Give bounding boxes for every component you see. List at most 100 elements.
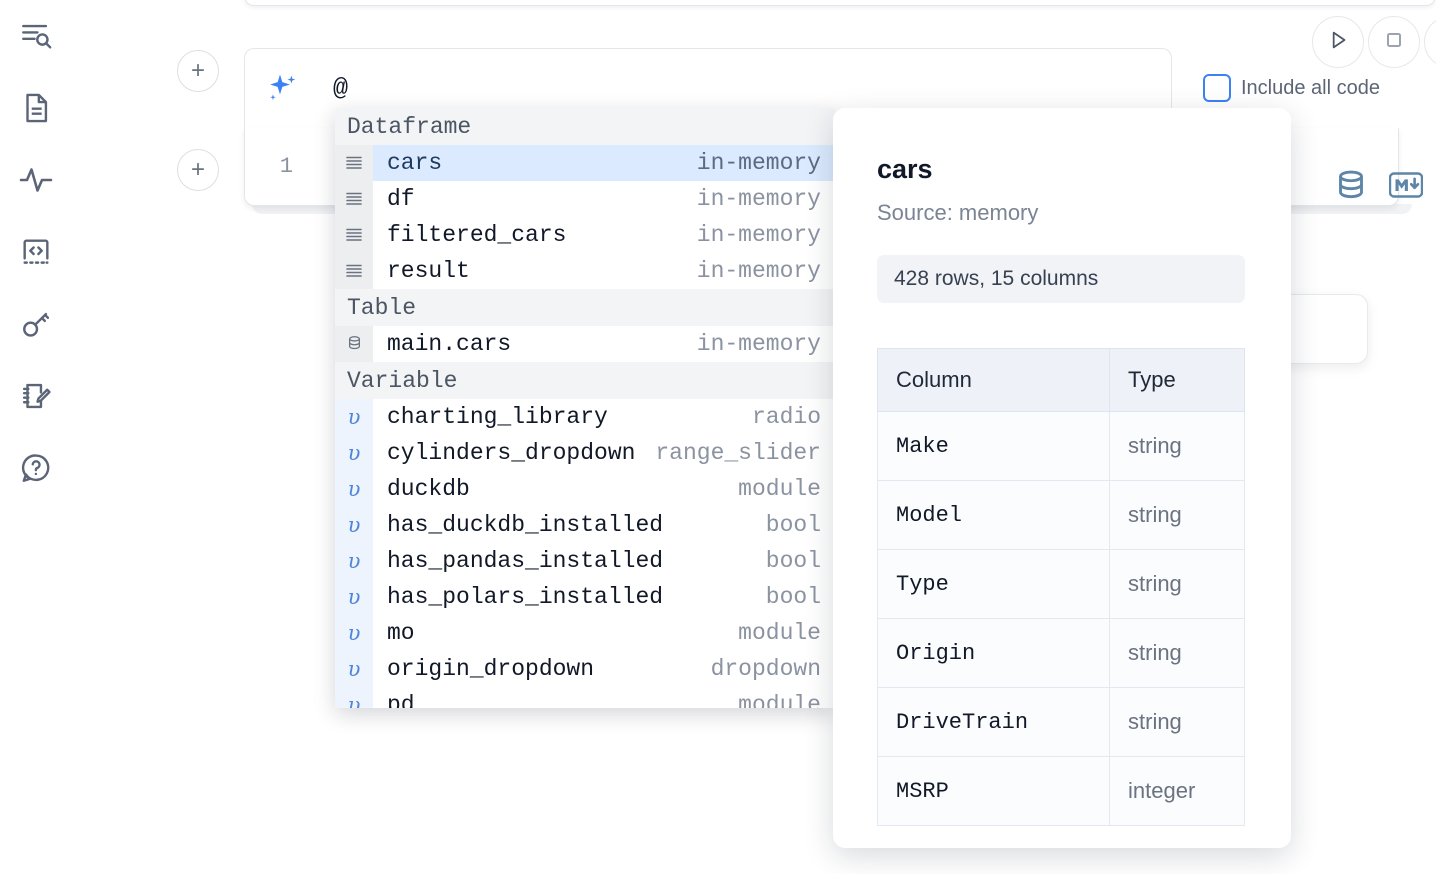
list-lines-icon (335, 253, 373, 289)
column-name-cell: Make (877, 411, 1110, 481)
dataframe-preview-panel: cars Source: memory 428 rows, 15 columns… (833, 108, 1291, 848)
autocomplete-item-name: filtered_cars (387, 222, 567, 248)
column-type-cell: string (1109, 549, 1245, 619)
sparkles-icon (265, 71, 301, 107)
sidebar-item-activity[interactable] (14, 158, 58, 202)
autocomplete-item-type: range_slider (655, 440, 821, 466)
autocomplete-item[interactable]: υ charting_library radio (335, 399, 835, 435)
ai-prompt-input[interactable]: @ (333, 74, 349, 103)
autocomplete-item[interactable]: result in-memory (335, 253, 835, 289)
autocomplete-group-header: Variable (335, 362, 835, 399)
run-button[interactable] (1312, 16, 1364, 68)
autocomplete-group-header: Dataframe (335, 108, 835, 145)
activity-icon (18, 162, 54, 198)
autocomplete-item-name: mo (387, 620, 415, 646)
variable-icon: υ (335, 651, 373, 687)
variable-icon: υ (335, 399, 373, 435)
preview-source: Source: memory (877, 200, 1039, 225)
autocomplete-item-type: bool (765, 584, 821, 610)
database-icon (335, 326, 373, 362)
autocomplete-item-type: module (738, 620, 821, 646)
variable-icon: υ (335, 435, 373, 471)
autocomplete-item-name: cylinders_dropdown (387, 440, 636, 466)
autocomplete-item-name: cars (387, 150, 443, 176)
overflow-button[interactable] (1424, 16, 1436, 68)
sidebar-item-secrets[interactable] (14, 302, 58, 346)
list-lines-icon (335, 217, 373, 253)
sidebar-item-notebook[interactable] (14, 86, 58, 130)
key-icon (19, 307, 53, 341)
autocomplete-item-name: has_polars_installed (387, 584, 664, 610)
variable-icon: υ (335, 615, 373, 651)
autocomplete-item-name: pd (387, 692, 415, 708)
column-name-cell: Model (877, 480, 1110, 550)
stop-button[interactable] (1368, 16, 1420, 68)
markdown-down-icon[interactable] (1388, 172, 1424, 203)
autocomplete-item-type: module (738, 476, 821, 502)
autocomplete-item-type: in-memory (696, 186, 821, 212)
autocomplete-item[interactable]: main.cars in-memory (335, 326, 835, 362)
run-icon (1325, 27, 1351, 58)
autocomplete-item-name: duckdb (387, 476, 470, 502)
autocomplete-item[interactable]: υ origin_dropdown dropdown (335, 651, 835, 687)
autocomplete-item-name: origin_dropdown (387, 656, 595, 682)
column-type-cell: integer (1109, 756, 1245, 826)
add-cell-button-top[interactable]: + (177, 50, 219, 92)
autocomplete-item-type: radio (751, 404, 821, 430)
file-search-icon (19, 19, 53, 53)
autocomplete-item-type: in-memory (696, 258, 821, 284)
help-icon (19, 451, 53, 485)
sidebar-item-snippets[interactable] (14, 230, 58, 274)
autocomplete-item-name: has_pandas_installed (387, 548, 664, 574)
sidebar-item-explore[interactable] (14, 14, 58, 58)
autocomplete-item[interactable]: υ cylinders_dropdown range_slider (335, 435, 835, 471)
include-all-code-row[interactable]: Include all code (1203, 74, 1380, 102)
preview-title: cars (877, 154, 933, 184)
preview-shape-badge: 428 rows, 15 columns (877, 255, 1245, 303)
table-column-header: Type (1109, 348, 1245, 412)
column-type-cell: string (1109, 687, 1245, 757)
column-name-cell: Type (877, 549, 1110, 619)
autocomplete-item-type: bool (765, 512, 821, 538)
autocomplete-item-name: charting_library (387, 404, 608, 430)
column-name-cell: Origin (877, 618, 1110, 688)
autocomplete-item-name: result (387, 258, 470, 284)
column-type-cell: string (1109, 618, 1245, 688)
previous-cell (244, 0, 1436, 6)
code-snippet-icon (19, 235, 53, 269)
left-icon-rail (0, 0, 72, 874)
include-all-code-checkbox[interactable] (1203, 74, 1231, 102)
add-cell-button-bottom[interactable]: + (177, 149, 219, 191)
list-lines-icon (335, 181, 373, 217)
variable-icon: υ (335, 507, 373, 543)
autocomplete-item-type: dropdown (710, 656, 821, 682)
table-column-header: Column (877, 348, 1110, 412)
sidebar-item-help[interactable] (14, 446, 58, 490)
sidebar-item-scratchpad[interactable] (14, 374, 58, 418)
column-type-cell: string (1109, 411, 1245, 481)
autocomplete-item-type: in-memory (696, 331, 821, 357)
database-icon[interactable] (1333, 168, 1369, 209)
autocomplete-item-type: bool (765, 548, 821, 574)
autocomplete-item-name: main.cars (387, 331, 512, 357)
column-type-cell: string (1109, 480, 1245, 550)
autocomplete-group-header: Table (335, 289, 835, 326)
column-name-cell: MSRP (877, 756, 1110, 826)
